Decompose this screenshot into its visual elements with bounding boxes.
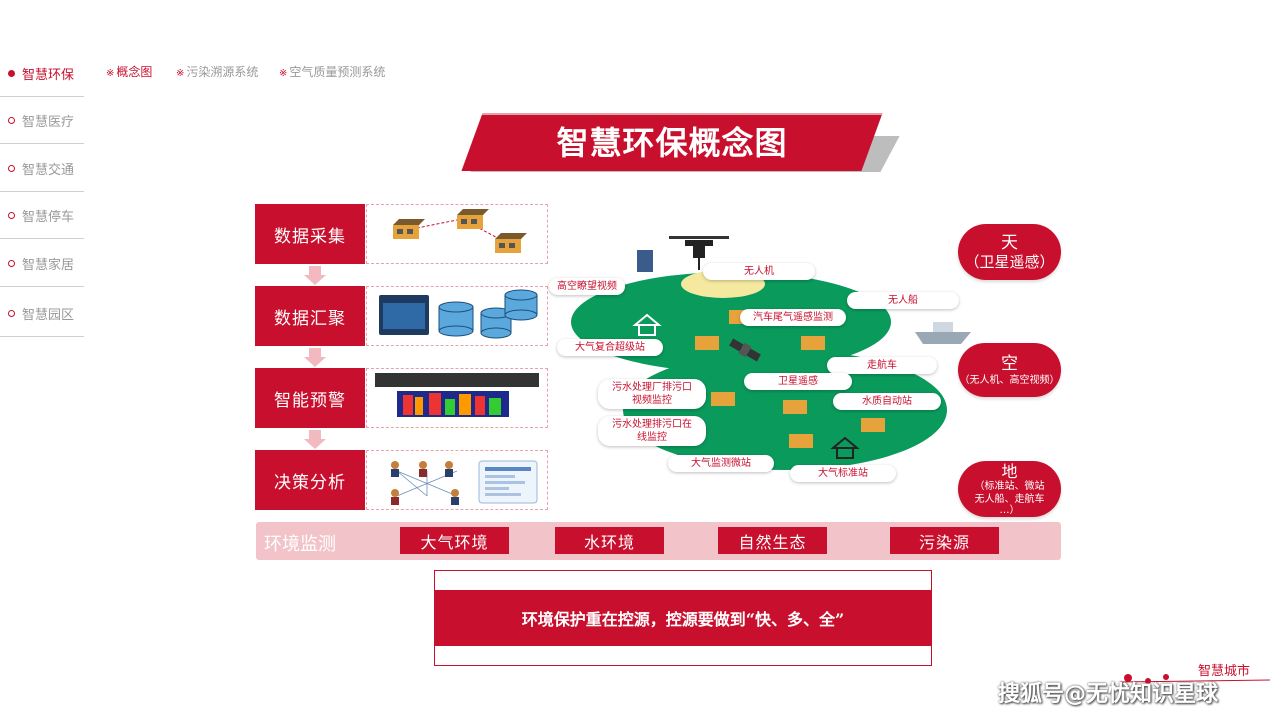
label-unmanned-ship: 无人船 <box>847 292 959 309</box>
label-high-altitude-video: 高空瞭望视频 <box>549 278 625 295</box>
label-satellite: 卫星遥感 <box>744 373 852 390</box>
label-sewage-video: 污水处理厂排污口 视频监控 <box>598 379 706 409</box>
step-panel-aggregation <box>366 286 548 346</box>
tab-mark: ※ <box>279 68 288 79</box>
database-server-icon <box>379 289 538 339</box>
station-network-icon <box>393 209 527 253</box>
sidebar-item-smart-parking[interactable]: 智慧停车 <box>0 192 84 239</box>
bullet-icon <box>8 259 15 267</box>
badge-ground-line2: 无人船、走航车 <box>974 494 1045 505</box>
page-title: 智慧环保概念图 <box>556 124 788 162</box>
heatmap-chart-icon <box>375 373 539 417</box>
watermark: 搜狐号@无忧知识星球 <box>998 682 1219 707</box>
monitoring-item-air: 大气环境 <box>400 527 509 554</box>
sidebar-item-label: 智慧交通 <box>22 162 75 178</box>
boat-icon <box>915 322 971 344</box>
label-uav: 无人机 <box>703 263 815 280</box>
down-arrow-icon <box>304 348 326 368</box>
badge-ground: 地 （标准站、微站 无人船、走航车 …） <box>958 461 1061 517</box>
sidebar-item-label: 智慧家居 <box>22 257 75 273</box>
tab-pollution-tracing[interactable]: ※污染溯源系统 <box>176 63 258 80</box>
down-arrow-icon <box>304 430 326 450</box>
home-icon-1 <box>632 313 662 336</box>
step-data-collection: 数据采集 <box>255 204 365 264</box>
bullet-icon <box>8 69 15 77</box>
sidebar-item-smart-environment[interactable]: 智慧环保 <box>0 50 84 97</box>
sidebar-item-label: 智慧园区 <box>22 307 75 323</box>
step-decision-analysis: 决策分析 <box>255 450 365 510</box>
home-icon-2 <box>830 436 860 459</box>
bullet-icon <box>8 309 15 317</box>
label-cruise-car: 走航车 <box>827 357 937 374</box>
sidebar-item-label: 智慧医疗 <box>22 114 75 130</box>
label-air-standard-station: 大气标准站 <box>790 465 896 482</box>
label-water-station: 水质自动站 <box>833 393 941 410</box>
satellite-icon <box>729 338 761 362</box>
step-data-aggregation: 数据汇聚 <box>255 286 365 346</box>
sidebar-item-smart-home[interactable]: 智慧家居 <box>0 240 84 287</box>
badge-ground-line1: （标准站、微站 <box>974 481 1045 492</box>
monitoring-item-pollution-source: 污染源 <box>890 527 999 554</box>
sidebar-item-smart-medical[interactable]: 智慧医疗 <box>0 97 84 144</box>
sidebar-item-label: 智慧停车 <box>22 209 75 225</box>
down-arrow-icon <box>304 266 326 286</box>
label-vehicle-exhaust: 汽车尾气遥感监测 <box>740 309 846 326</box>
tab-label: 污染溯源系统 <box>186 65 259 79</box>
monitoring-item-ecology: 自然生态 <box>718 527 827 554</box>
tablet-icon <box>637 250 653 272</box>
step-panel-warning <box>366 368 548 428</box>
badge-sky-satellite: 天 （卫星遥感） <box>958 224 1061 280</box>
meeting-analysis-icon <box>391 460 538 505</box>
badge-ground-line3: …） <box>999 505 1020 516</box>
step-smart-warning: 智能预警 <box>255 368 365 428</box>
tab-mark: ※ <box>106 68 115 79</box>
label-sewage-online-line1: 污水处理排污口在 <box>612 419 692 430</box>
tab-air-quality-forecast[interactable]: ※空气质量预测系统 <box>279 63 385 80</box>
monitoring-item-water: 水环境 <box>555 527 664 554</box>
label-sewage-video-line2: 视频监控 <box>632 395 672 406</box>
tab-label: 概念图 <box>116 65 153 79</box>
label-sewage-online: 污水处理排污口在 线监控 <box>598 416 706 446</box>
badge-sky-subtitle: （卫星遥感） <box>964 253 1055 271</box>
badge-sky-title: 天 <box>1001 233 1018 253</box>
label-sewage-video-line1: 污水处理厂排污口 <box>612 382 692 393</box>
label-sewage-online-line2: 线监控 <box>637 432 667 443</box>
drone-icon <box>669 236 729 270</box>
bullet-icon <box>8 164 15 172</box>
bullet-icon <box>8 116 15 124</box>
badge-ground-title: 地 <box>1001 462 1018 481</box>
label-air-super-station: 大气复合超级站 <box>557 339 663 356</box>
tab-concept-map[interactable]: ※概念图 <box>106 63 152 80</box>
footer-slogan: 环境保护重在控源，控源要做到“快、多、全” <box>434 590 932 646</box>
badge-air-title: 空 <box>1001 353 1018 374</box>
brand-label: 智慧城市 <box>1198 664 1251 679</box>
tab-label: 空气质量预测系统 <box>289 65 386 79</box>
sidebar-item-smart-park[interactable]: 智慧园区 <box>0 290 84 337</box>
monitoring-label: 环境监测 <box>264 534 336 555</box>
sidebar-item-smart-traffic[interactable]: 智慧交通 <box>0 145 84 192</box>
sidebar-item-label: 智慧环保 <box>22 67 75 83</box>
tab-mark: ※ <box>176 68 185 79</box>
decorative-dots <box>1120 674 1270 684</box>
badge-air-uav: 空 （无人机、高空视频） <box>958 343 1061 397</box>
bullet-icon <box>8 211 15 219</box>
step-panel-decision <box>366 450 548 510</box>
badge-air-subtitle: （无人机、高空视频） <box>959 374 1060 386</box>
label-air-micro-station: 大气监测微站 <box>668 455 774 472</box>
step-panel-collection <box>366 204 548 264</box>
